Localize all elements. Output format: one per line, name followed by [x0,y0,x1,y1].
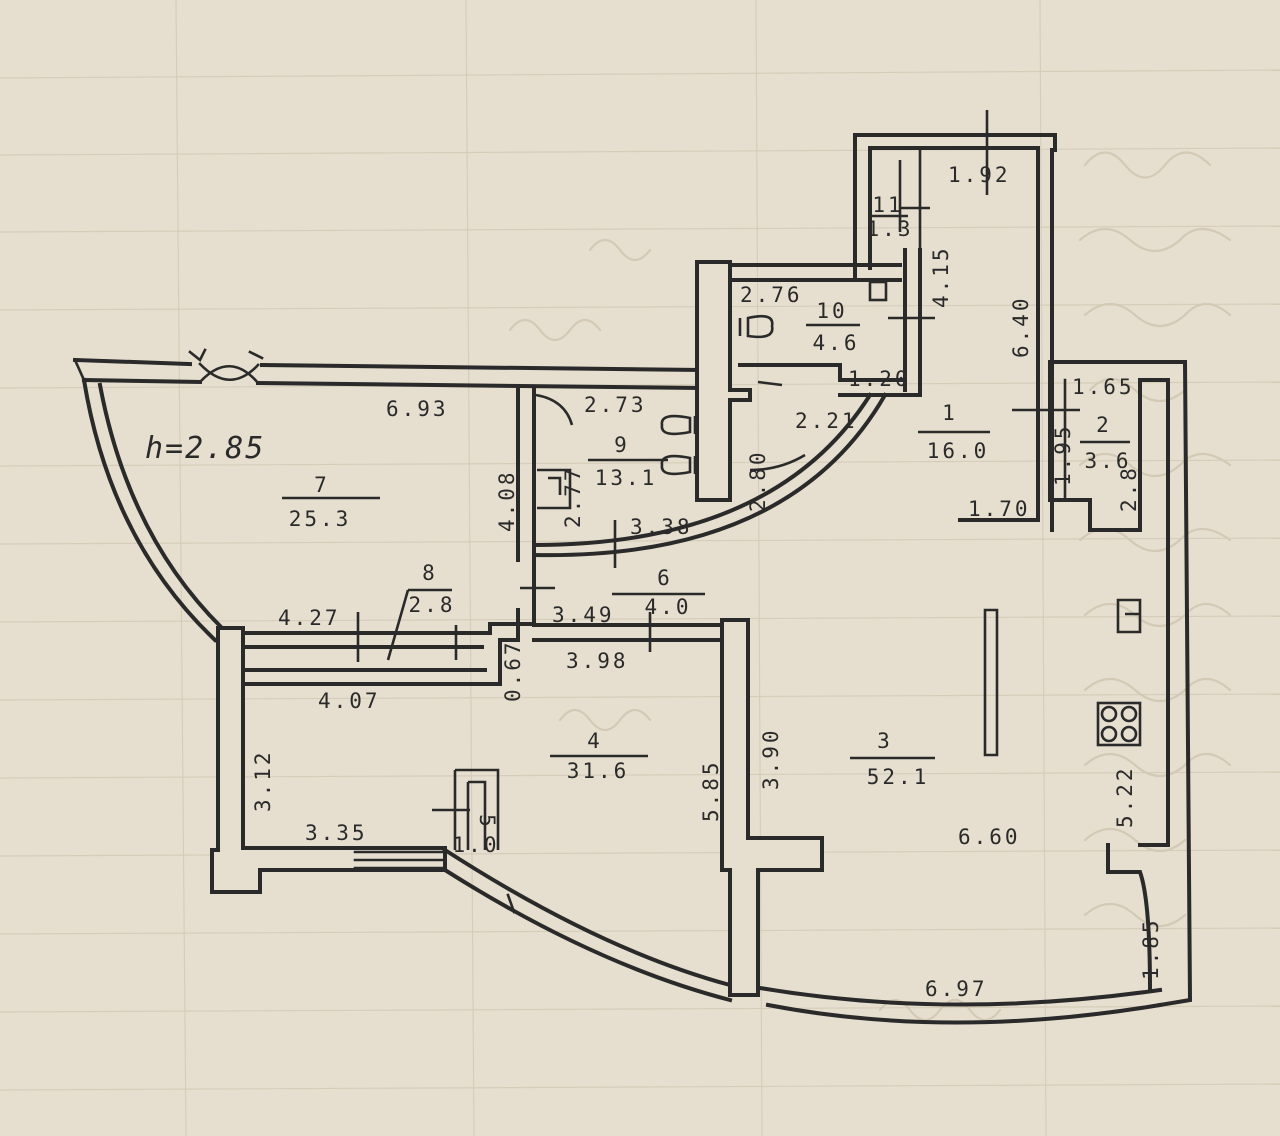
room-area: 16.0 [927,439,990,463]
room-number: 4 [587,729,603,753]
dimension-label: 3.38 [630,515,693,539]
room-10-label: 10 4.6 [806,299,860,355]
room-number: 9 [614,433,630,457]
room-11-label: 11 1.3 [867,193,914,241]
room-area: 2.8 [409,593,456,617]
dimension-label: 2.77 [561,465,585,528]
room-2-label: 2 3.6 [1080,413,1132,473]
bidet-icon [660,454,697,476]
dimension-label: 1.95 [1051,423,1075,486]
dimension-label: 3.98 [566,649,629,673]
dimension-ticks [356,110,1080,812]
door-arc [535,393,574,426]
dimension-label: 5.85 [699,759,723,822]
dimension-label: 3.35 [305,821,368,845]
dimension-label: 4.08 [495,469,519,532]
dimension-label: 3.12 [251,749,275,812]
room-area: 4.6 [813,331,860,355]
room-9-label: 9 13.1 [588,433,668,490]
room-number: 3 [877,729,893,753]
room-number: 7 [314,473,330,497]
room-number: 10 [816,299,847,323]
room-area: 3.6 [1085,449,1132,473]
dimension-label: 1.20 [848,367,911,391]
room-number: 2 [1096,413,1112,437]
dimension-label: 2.76 [740,283,803,307]
ceiling-height-label: h=2.85 [145,431,265,466]
room-8-label: 8 2.8 [386,561,456,661]
dimension-label: 0.67 [501,639,525,702]
room-6-label: 6 4.0 [612,566,705,619]
dimension-label: 1.65 [1072,375,1135,399]
room-number: 6 [657,566,673,590]
dimension-label: 1.92 [948,163,1011,187]
room-5-label: 5 1.0 [453,814,500,857]
dimension-label: 5.22 [1113,765,1137,828]
dimension-label: 3.90 [759,727,783,790]
room-area: 1.0 [453,833,500,857]
sink-icon [1116,598,1142,634]
dimension-label: 2.80 [746,449,770,512]
dimension-labels: 1.92 4.15 6.40 2.76 1.20 1.65 1.95 2.8 1… [251,163,1163,1001]
room-1-label: 1 16.0 [918,401,990,463]
dimension-label: 4.27 [278,606,341,630]
dimension-label: 2.21 [795,409,858,433]
room-number: 8 [422,561,438,585]
room-area: 52.1 [867,765,930,789]
dimension-label: 4.07 [318,689,381,713]
room-number: 5 [475,814,499,830]
room-area: 25.3 [289,507,352,531]
room-area: 31.6 [567,759,630,783]
dimension-label: 6.97 [925,977,988,1001]
room-4-label: 4 31.6 [550,729,648,783]
dimension-label: 2.8 [1117,465,1141,512]
dimension-label: 1.85 [1139,917,1163,980]
dimension-label: 1.70 [968,497,1031,521]
dimension-label: 2.73 [584,393,647,417]
dimension-label: 4.15 [929,245,953,308]
room-area: 4.0 [645,595,692,619]
dimension-label: 6.93 [386,397,449,421]
walls [72,133,1193,1025]
toilet-icon-2 [660,414,697,436]
room-area: 1.3 [867,217,914,241]
room-7-label: 7 25.3 [282,473,380,531]
dimension-label: 3.49 [552,603,615,627]
room-number: 1 [942,401,958,425]
fixtures [453,280,1142,850]
stove-icon [1096,701,1142,747]
toilet-icon [738,314,774,339]
dimension-label: 6.60 [958,825,1021,849]
room-area: 13.1 [595,466,658,490]
room-number: 11 [872,193,903,217]
dimension-label: 6.40 [1009,295,1033,358]
room-3-label: 3 52.1 [850,729,935,789]
